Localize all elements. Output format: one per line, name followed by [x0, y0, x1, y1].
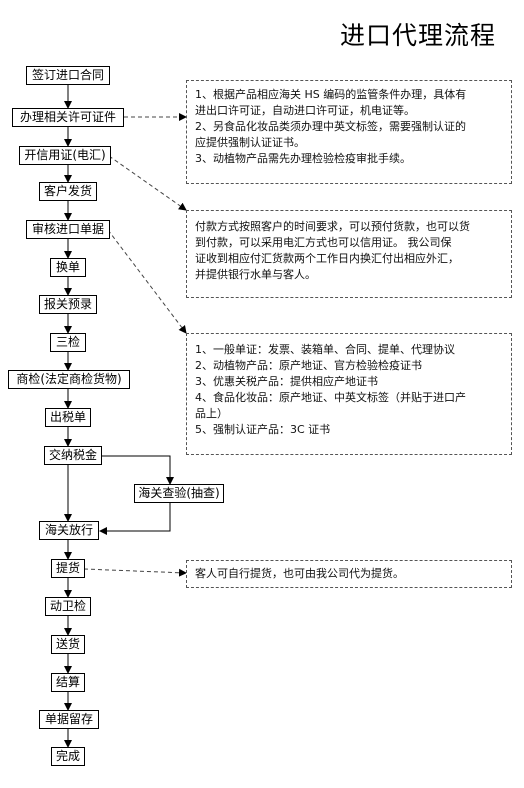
note-line: 5、强制认证产品：3C 证书 [195, 423, 331, 436]
step-customs-release: 海关放行 [39, 521, 99, 540]
step-customs-inspection: 海关查验(抽查) [134, 484, 224, 503]
dashed-arrow-payment-note [108, 155, 187, 211]
arrow-inspection-to-release [99, 503, 171, 535]
step-review-documents: 审核进口单据 [26, 220, 110, 239]
step-sign-contract: 签订进口合同 [26, 66, 110, 85]
note-payment: 付款方式按照客户的时间要求，可以预付货款，也可以货 到付款，可以采用电汇方式也可… [186, 210, 512, 298]
step-pickup: 提货 [51, 559, 85, 578]
note-line: 2、动植物产品：原产地证、官方检验检疫证书 [195, 359, 422, 372]
step-health-quarantine: 动卫检 [45, 597, 91, 616]
dashed-arrow-documents-note [107, 229, 187, 334]
page-title: 进口代理流程 [340, 21, 497, 50]
note-documents: 1、一般单证：发票、装箱单、合同、提单、代理协议 2、动植物产品：原产地证、官方… [186, 333, 512, 455]
step-tax-bill: 出税单 [45, 408, 91, 427]
note-licenses: 1、根据产品相应海关 HS 编码的监管条件办理，具体有 进出口许可证，自动进口许… [186, 80, 512, 184]
note-line: 到付款，可以采用电汇方式也可以信用证。 我公司保 [195, 236, 452, 249]
step-pay-taxes: 交纳税金 [44, 446, 102, 465]
step-complete: 完成 [51, 747, 85, 766]
step-customer-ship: 客户发货 [39, 182, 97, 201]
step-commodity-inspection: 商检(法定商检货物) [8, 370, 130, 389]
note-line: 3、动植物产品需先办理检验检疫审批手续。 [195, 152, 411, 165]
step-customs-preentry: 报关预录 [39, 295, 97, 314]
step-archive-documents: 单据留存 [39, 710, 99, 729]
step-delivery: 送货 [51, 635, 85, 654]
step-exchange-order: 换单 [50, 258, 86, 277]
note-line: 1、根据产品相应海关 HS 编码的监管条件办理，具体有 [195, 88, 467, 101]
step-open-credit: 开信用证(电汇) [19, 146, 111, 165]
note-line: 证收到相应付汇货款两个工作日内换汇付出相应外汇， [195, 252, 459, 265]
note-line: 2、另食品化妆品类须办理中英文标签，需要强制认证的 [195, 120, 466, 133]
note-line: 3、优惠关税产品：提供相应产地证书 [195, 375, 378, 388]
note-line: 品上） [195, 407, 228, 420]
note-line: 并提供银行水单与客人。 [195, 268, 316, 281]
note-pickup: 客人可自行提货，也可由我公司代为提货。 [186, 560, 512, 588]
note-line: 1、一般单证：发票、装箱单、合同、提单、代理协议 [195, 343, 455, 356]
note-line: 进出口许可证，自动进口许可证，机电证等。 [195, 104, 415, 117]
arrow-to-inspection [102, 455, 174, 485]
step-obtain-licenses: 办理相关许可证件 [12, 108, 124, 127]
note-line: 付款方式按照客户的时间要求，可以预付货款，也可以货 [195, 220, 470, 233]
step-three-inspections: 三检 [50, 333, 86, 352]
step-settlement: 结算 [51, 673, 85, 692]
dashed-arrow-pickup-note [83, 568, 187, 577]
note-line: 4、食品化妆品：原产地证、中英文标签（并贴于进口产 [195, 391, 466, 404]
note-line: 应提供强制认证证书。 [195, 136, 305, 149]
note-line: 客人可自行提货，也可由我公司代为提货。 [195, 567, 404, 580]
